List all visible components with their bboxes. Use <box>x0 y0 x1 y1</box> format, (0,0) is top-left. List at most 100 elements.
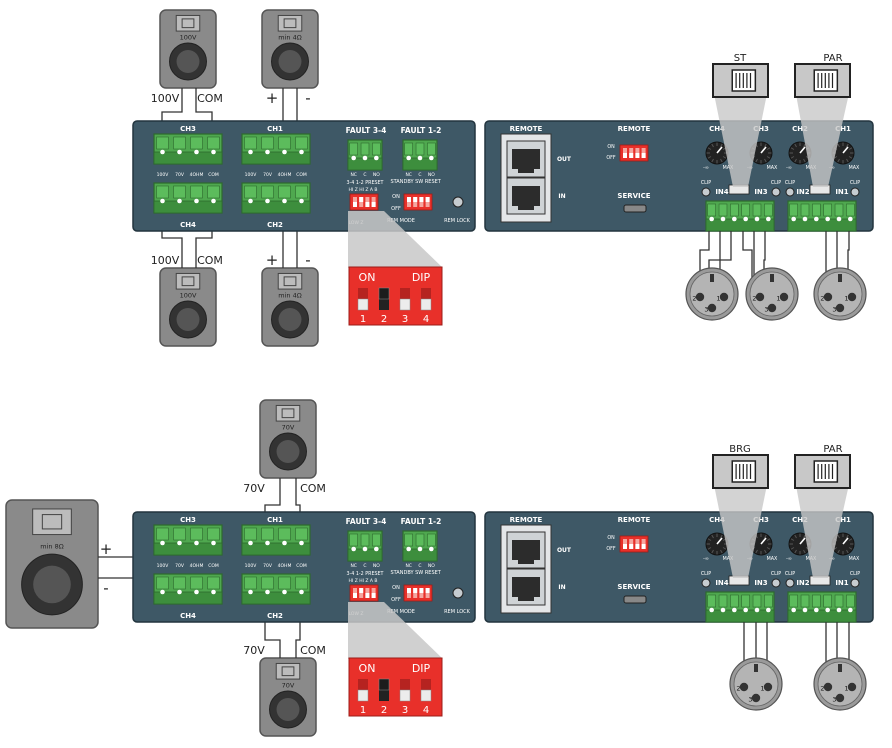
off-label: OFF <box>606 546 616 552</box>
clip-label: CLIP <box>785 180 795 186</box>
terminal-label: 100V <box>245 563 258 569</box>
terminal-screw-slot <box>718 594 728 608</box>
terminal-pin <box>791 607 796 613</box>
terminal-label: COM <box>208 172 219 178</box>
terminal-label: 100V <box>157 563 170 569</box>
terminal-pin <box>177 198 182 204</box>
terminal-screw-slot <box>372 533 381 547</box>
terminal-pin <box>429 546 434 552</box>
rj45-port-icon <box>506 140 546 178</box>
knob-grip <box>846 534 849 539</box>
wire-label: 100V <box>151 254 180 267</box>
channel-label: CH4 <box>180 221 196 229</box>
tweeter-inner <box>181 276 195 287</box>
speaker-icon: 70V <box>259 399 317 479</box>
channel-label: CH2 <box>267 612 283 620</box>
dip-zoom-number: 2 <box>381 314 387 325</box>
switch-zoom-right: PAR <box>795 53 850 187</box>
back-panel-body <box>484 120 874 232</box>
rem-mode-label: REM MODE <box>387 609 415 615</box>
terminal-screw-slot <box>823 203 832 217</box>
fault-pin-label: NO <box>428 172 435 178</box>
knob-grip <box>766 538 771 541</box>
terminal-pin <box>825 607 830 613</box>
fault-pin-label: NC <box>350 563 357 569</box>
tweeter-inner <box>281 666 295 677</box>
rj45-opening <box>512 149 540 173</box>
xlr-pin-number: 2 <box>736 685 740 693</box>
terminal-pin <box>160 149 165 155</box>
knob-grip <box>803 549 806 554</box>
knob-min: -∞ <box>786 557 792 562</box>
terminal-screw-slot <box>823 594 832 608</box>
wire-label: 70V <box>243 644 265 657</box>
terminal-pin <box>802 216 808 222</box>
terminal-label: 70V <box>175 172 185 178</box>
clip-label: CLIP <box>701 180 711 186</box>
wire-label: - <box>305 89 310 107</box>
terminal-lower <box>787 218 857 232</box>
wire-label: + <box>100 540 113 558</box>
terminal-pin <box>848 216 853 222</box>
input-label: IN2 <box>796 188 809 196</box>
knob-grip <box>790 538 795 541</box>
on-label: ON <box>392 585 400 591</box>
terminal-block-icon <box>153 133 223 165</box>
terminal-lower <box>153 200 223 214</box>
knob-grip <box>794 158 797 163</box>
preset-label: HI Z HI Z A B <box>349 578 378 584</box>
terminal-label: 4OHM <box>278 563 292 569</box>
terminal-screw-slot <box>156 527 169 541</box>
switch-zoom-left: ST <box>713 53 768 187</box>
dip-lever <box>425 197 430 202</box>
terminal-screw-slot <box>190 185 203 199</box>
knob-grip <box>803 158 806 163</box>
fault-label: FAULT 3-4 <box>346 126 387 135</box>
knob-grip <box>711 158 714 163</box>
terminal-screw-slot <box>707 203 716 217</box>
rem-lock-label: REM LOCK <box>444 218 471 224</box>
input-label: IN1 <box>835 579 848 587</box>
wire <box>742 231 753 294</box>
xlr-pin <box>835 693 845 703</box>
knob-grip <box>764 158 767 163</box>
switch-zoom-funnel <box>713 480 768 578</box>
terminal-pin <box>848 607 853 613</box>
channel-label: CH3 <box>180 516 196 524</box>
knob-grip <box>711 549 714 554</box>
knob-label: CH3 <box>753 125 769 133</box>
tweeter-inner <box>281 408 295 419</box>
knob-grip <box>848 156 853 159</box>
terminal-block-icon <box>153 182 223 214</box>
terminal-screw-slot <box>295 185 308 199</box>
terminal-pin <box>299 540 304 546</box>
xlr-key <box>770 274 774 282</box>
terminal-pin <box>732 607 737 613</box>
fault-pin-label: NO <box>373 172 380 178</box>
terminal-screw-slot <box>415 142 425 156</box>
in-label: IN <box>558 584 565 591</box>
terminal-pin <box>282 149 287 155</box>
terminal-lower <box>787 609 857 623</box>
terminal-screw-slot <box>278 576 291 590</box>
service-label: SERVICE <box>617 192 650 200</box>
knob-grip <box>720 534 723 539</box>
terminal-screw-slot <box>173 576 186 590</box>
clip-led <box>785 578 795 588</box>
terminal-block-icon <box>153 573 223 605</box>
dip-lever <box>641 153 646 158</box>
terminal-pin <box>265 198 270 204</box>
wire-label: COM <box>300 644 326 657</box>
dip-lever <box>413 588 418 593</box>
usb-service-port-icon <box>623 204 647 213</box>
knob-grip <box>848 147 853 150</box>
terminal-block-icon <box>402 139 438 171</box>
terminal-pin <box>194 149 199 155</box>
terminal-label: 70V <box>263 172 273 178</box>
knob-grip <box>837 143 840 148</box>
rem-mode-label: REM MODE <box>387 218 415 224</box>
terminal-pin <box>248 540 253 546</box>
terminal-pin <box>299 589 304 595</box>
